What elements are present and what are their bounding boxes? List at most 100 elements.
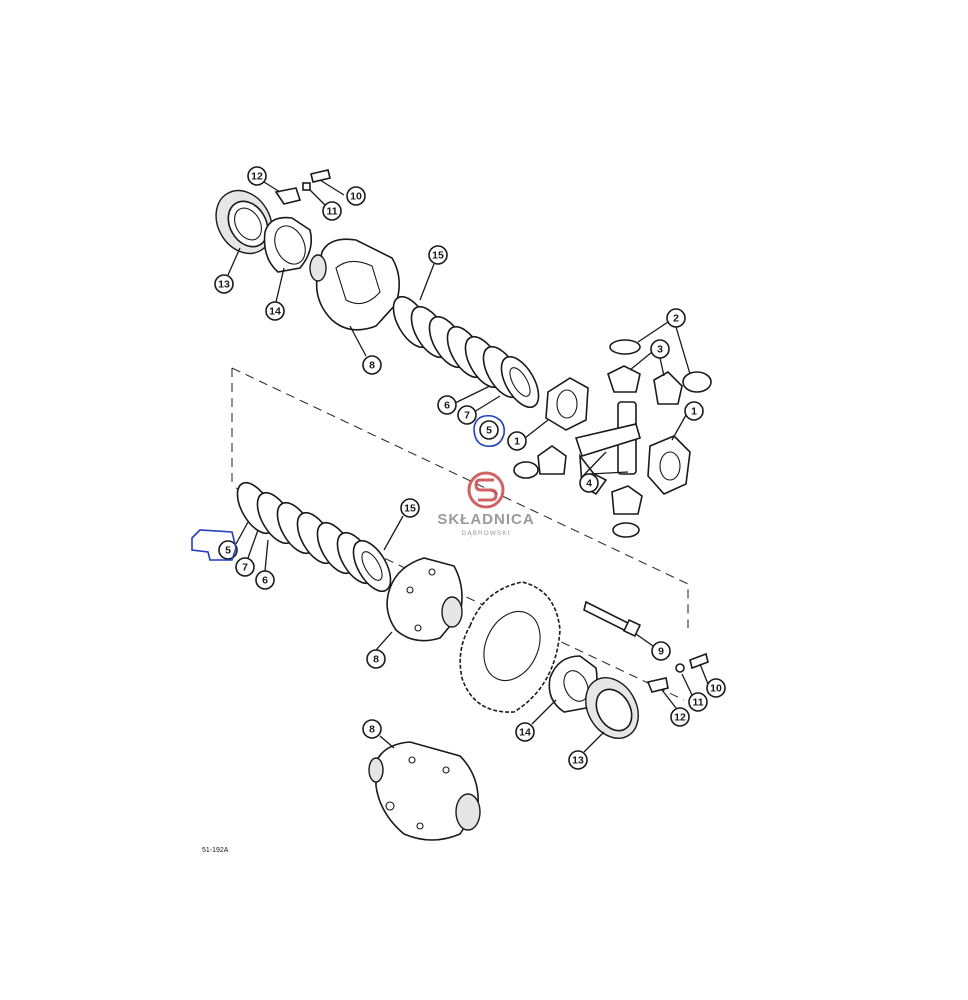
callout-circle xyxy=(670,707,690,727)
callout-c6b: 6 xyxy=(255,570,275,590)
callout-c15a: 15 xyxy=(428,245,448,265)
callout-circle xyxy=(666,308,686,328)
callout-circle xyxy=(650,339,670,359)
lock-tab-top xyxy=(274,169,331,205)
callout-c12b: 12 xyxy=(670,707,690,727)
callout-label: 3 xyxy=(657,344,663,356)
callout-label: 12 xyxy=(251,171,263,183)
callout-circle xyxy=(400,498,420,518)
callout-label: 14 xyxy=(519,727,531,739)
callout-label: 10 xyxy=(350,191,362,203)
callout-label: 7 xyxy=(464,410,470,422)
callout-c13a: 13 xyxy=(214,274,234,294)
callout-circle xyxy=(428,245,448,265)
ring-gear xyxy=(459,581,561,713)
callout-c6a: 6 xyxy=(437,395,457,415)
callout-c14b: 14 xyxy=(515,722,535,742)
callout-c8c: 8 xyxy=(362,719,382,739)
callout-circle xyxy=(437,395,457,415)
callout-c10b: 10 xyxy=(706,678,726,698)
callout-c7a: 7 xyxy=(457,405,477,425)
watermark-s-glyph-icon xyxy=(474,478,498,502)
case-half-top xyxy=(309,238,400,331)
callout-circle xyxy=(346,186,366,206)
watermark-title: SKŁADNICA xyxy=(437,511,534,528)
leader-lines xyxy=(227,179,709,753)
callout-circle xyxy=(479,420,499,440)
lock-tab-bottom xyxy=(646,652,709,693)
callout-circle xyxy=(255,570,275,590)
callout-c3: 3 xyxy=(650,339,670,359)
figure-reference: 51-192A xyxy=(202,847,229,854)
callout-circle xyxy=(366,649,386,669)
callout-label: 4 xyxy=(586,478,592,490)
callout-label: 1 xyxy=(514,436,520,448)
callout-circle xyxy=(457,405,477,425)
callout-label: 11 xyxy=(326,206,337,218)
callout-c1b: 1 xyxy=(684,401,704,421)
callout-circle xyxy=(515,722,535,742)
callout-circle xyxy=(214,274,234,294)
callout-c12a: 12 xyxy=(247,166,267,186)
callout-circle xyxy=(235,557,255,577)
callout-circle xyxy=(688,692,708,712)
callout-circle xyxy=(247,166,267,186)
callout-circle xyxy=(362,355,382,375)
callout-circle xyxy=(706,678,726,698)
callout-label: 11 xyxy=(692,697,703,709)
highlight-marks xyxy=(191,414,506,561)
callout-circle xyxy=(507,431,527,451)
bearing-cup-top xyxy=(215,189,273,255)
watermark-logo-icon xyxy=(467,471,505,509)
highlight-mark-upper xyxy=(473,414,506,448)
callout-label: 5 xyxy=(225,545,231,557)
callout-label: 7 xyxy=(242,562,248,574)
callout-label: 5 xyxy=(486,425,492,437)
callout-c15b: 15 xyxy=(400,498,420,518)
watermark-subtitle: DĄBROWSKI xyxy=(462,530,511,537)
callout-label: 2 xyxy=(673,313,679,325)
callout-circle xyxy=(651,641,671,661)
callout-c8b: 8 xyxy=(366,649,386,669)
callout-c11b: 11 xyxy=(688,692,708,712)
callout-label: 15 xyxy=(404,503,416,515)
callout-circle xyxy=(265,301,285,321)
callout-label: 6 xyxy=(262,575,268,587)
highlight-mark-lower xyxy=(191,529,237,561)
bearing-cup-bottom xyxy=(585,677,639,739)
callout-label: 8 xyxy=(373,654,379,666)
callout-label: 8 xyxy=(369,360,375,372)
case-half-middle xyxy=(386,557,463,642)
callout-label: 6 xyxy=(444,400,450,412)
pinion-gears xyxy=(513,365,683,538)
callout-label: 14 xyxy=(269,306,281,318)
callout-c11a: 11 xyxy=(322,201,342,221)
callout-c5b: 5 xyxy=(218,540,238,560)
callout-circle xyxy=(218,540,238,560)
callout-c13b: 13 xyxy=(568,750,588,770)
callout-label: 15 xyxy=(432,250,444,262)
side-gear-right xyxy=(647,435,691,495)
ring-gear-bolt xyxy=(583,600,642,638)
callout-c4: 4 xyxy=(579,473,599,493)
callout-circle xyxy=(684,401,704,421)
watermark: SKŁADNICA DĄBROWSKI xyxy=(437,471,534,537)
bearing-cone-top xyxy=(263,216,313,273)
callout-label: 8 xyxy=(369,724,375,736)
side-gear-upper xyxy=(545,377,589,431)
callout-label: 10 xyxy=(710,683,722,695)
callout-c1a: 1 xyxy=(507,431,527,451)
callout-c9: 9 xyxy=(651,641,671,661)
clutch-pack-top xyxy=(392,295,540,409)
clutch-pack-lower xyxy=(236,481,392,593)
bearing-cone-bottom xyxy=(548,655,598,713)
callout-circle xyxy=(579,473,599,493)
callout-label: 12 xyxy=(674,712,686,724)
callout-c5a: 5 xyxy=(479,420,499,440)
callout-circle xyxy=(568,750,588,770)
callout-c7b: 7 xyxy=(235,557,255,577)
callout-label: 9 xyxy=(658,646,664,658)
callout-c14a: 14 xyxy=(265,301,285,321)
callout-c8a: 8 xyxy=(362,355,382,375)
